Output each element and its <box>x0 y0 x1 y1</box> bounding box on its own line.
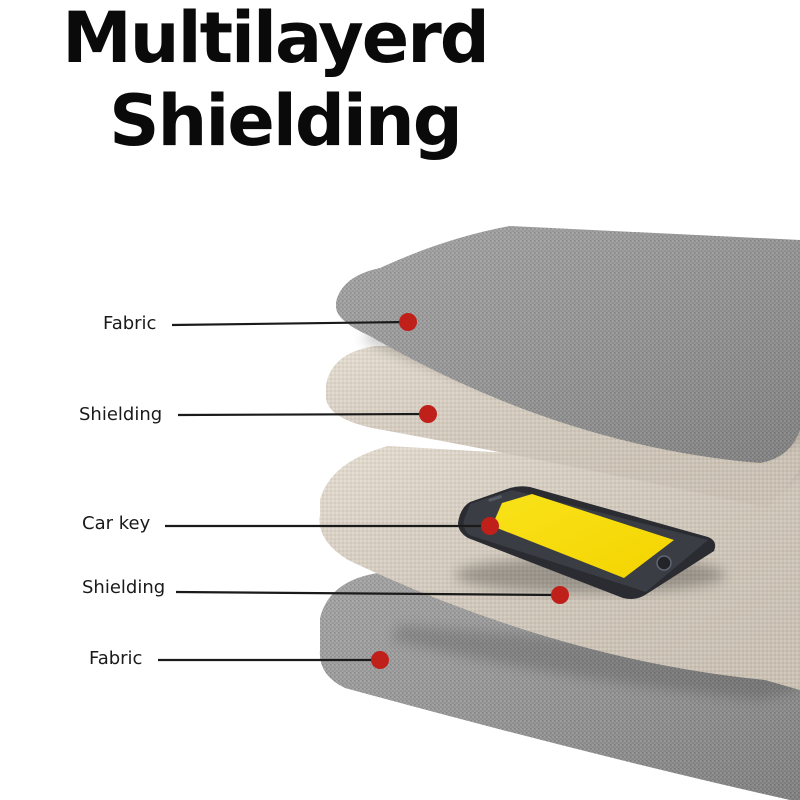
marker-dot-shielding-lower <box>551 586 569 604</box>
label-shielding-upper: Shielding <box>79 405 162 425</box>
marker-dot-shielding-upper <box>419 405 437 423</box>
marker-dot-fabric-bottom <box>371 651 389 669</box>
label-fabric-bottom: Fabric <box>89 649 142 669</box>
marker-dot-fabric-top <box>399 313 417 331</box>
marker-dot-car-key <box>481 517 499 535</box>
title-line-2: Shielding <box>5 86 565 156</box>
label-shielding-lower: Shielding <box>82 578 165 598</box>
leader-line-shielding-upper <box>178 414 428 415</box>
label-fabric-top: Fabric <box>103 314 156 334</box>
label-car-key: Car key <box>82 514 150 534</box>
title-line-1: Multilayerd <box>0 3 555 73</box>
